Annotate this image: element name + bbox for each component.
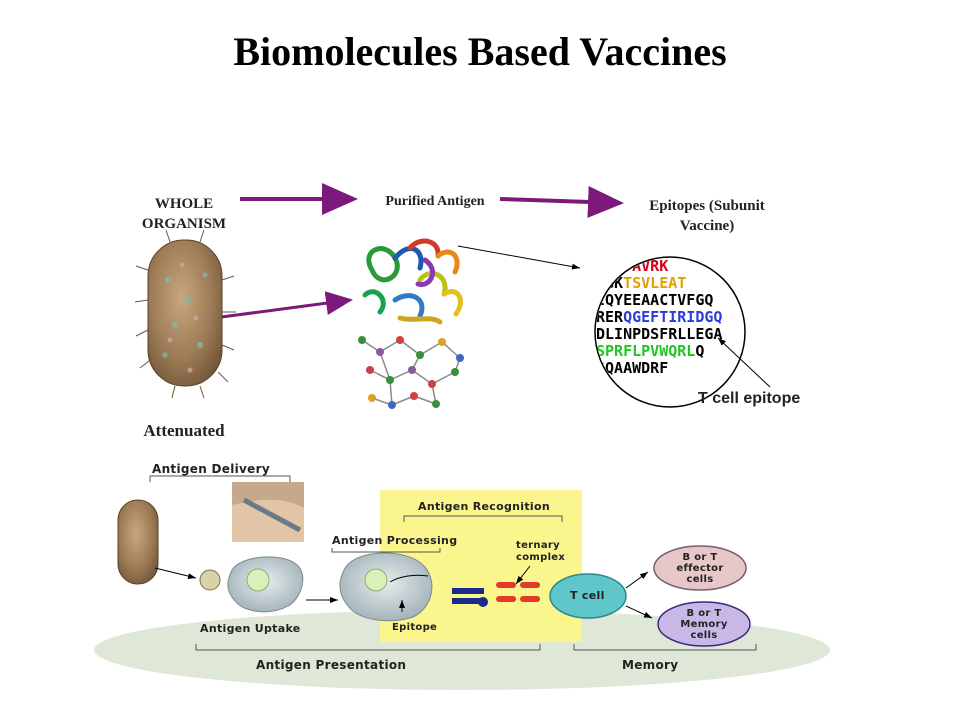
sequence-segment: SPRFLPVWQRL: [596, 342, 696, 360]
t-cell-label: T cell: [570, 589, 605, 602]
sequence-segment: SQAAWDRF: [596, 359, 669, 377]
antigen-uptake-label: Antigen Uptake: [200, 622, 301, 635]
processing-cell: [339, 552, 433, 622]
effector-cell-shape: [653, 545, 747, 591]
purified-antigen-label: Purified Antigen: [385, 194, 485, 209]
antigen-delivery-label: Antigen Delivery: [152, 462, 270, 476]
sequence-line: RERQGEFTIRIDGQ: [596, 309, 744, 326]
arrow-bacterium-to-protein: [213, 291, 353, 320]
ternary-complex-label: ternary complex: [516, 540, 566, 563]
epitope-label: Epitope: [392, 622, 438, 633]
sequence-line: SPRFLPVWQRLQ: [596, 343, 744, 360]
antigen-recognition-label: Antigen Recognition: [418, 500, 550, 513]
protein-structure-illustration: [362, 238, 463, 325]
effector-cells-label: B or T effector cells: [676, 552, 724, 585]
t-cell-epitope-label: T cell epitope: [698, 390, 801, 407]
sequence-segment: Q: [695, 342, 705, 360]
arrow-antigen-to-epitope: [499, 185, 624, 218]
ternary-complex-shape: [452, 565, 540, 607]
sequence-segment: TSVLEAT: [623, 274, 687, 292]
antigen-delivery-image: [117, 482, 304, 585]
memory-cells-label: B or T Memory cells: [680, 608, 728, 641]
sequence-line: SQAAWDRF: [596, 360, 744, 377]
sequence-segment: DLINPDSFRLLEGA: [596, 325, 723, 343]
memory-label: Memory: [622, 658, 679, 672]
sequence-line: IQYEEAACTVFGQ: [596, 292, 744, 309]
sequence-circle-outline: [594, 256, 746, 408]
delivery-bracket: [149, 475, 291, 482]
epitopes-label: Epitopes (Subunit Vaccine): [649, 198, 765, 234]
slide-title: Biomolecules Based Vaccines: [233, 29, 727, 74]
antigen-presentation-label: Antigen Presentation: [256, 658, 407, 672]
sequence-segment: IQYEEAACTVFGQ: [596, 291, 714, 309]
arrow-epitope-pointer: [717, 337, 771, 388]
bacterium-illustration: [134, 229, 236, 399]
sequence-line: DLINPDSFRLLEGA: [596, 326, 744, 343]
memory-cell-shape: [657, 601, 751, 647]
attenuated-label: Attenuated: [143, 421, 225, 440]
sequence-segment: RER: [596, 308, 624, 326]
antigen-particle: [199, 569, 221, 591]
whole-organism-label: WHOLE ORGANISM: [141, 196, 227, 232]
sequence-segment: QGEFTIRIDGQ: [623, 308, 723, 326]
arrow-protein-to-sequence: [457, 245, 581, 270]
t-cell-shape: [549, 573, 627, 619]
antigen-processing-label: Antigen Processing: [332, 534, 458, 547]
molecule-illustration: [358, 336, 464, 409]
